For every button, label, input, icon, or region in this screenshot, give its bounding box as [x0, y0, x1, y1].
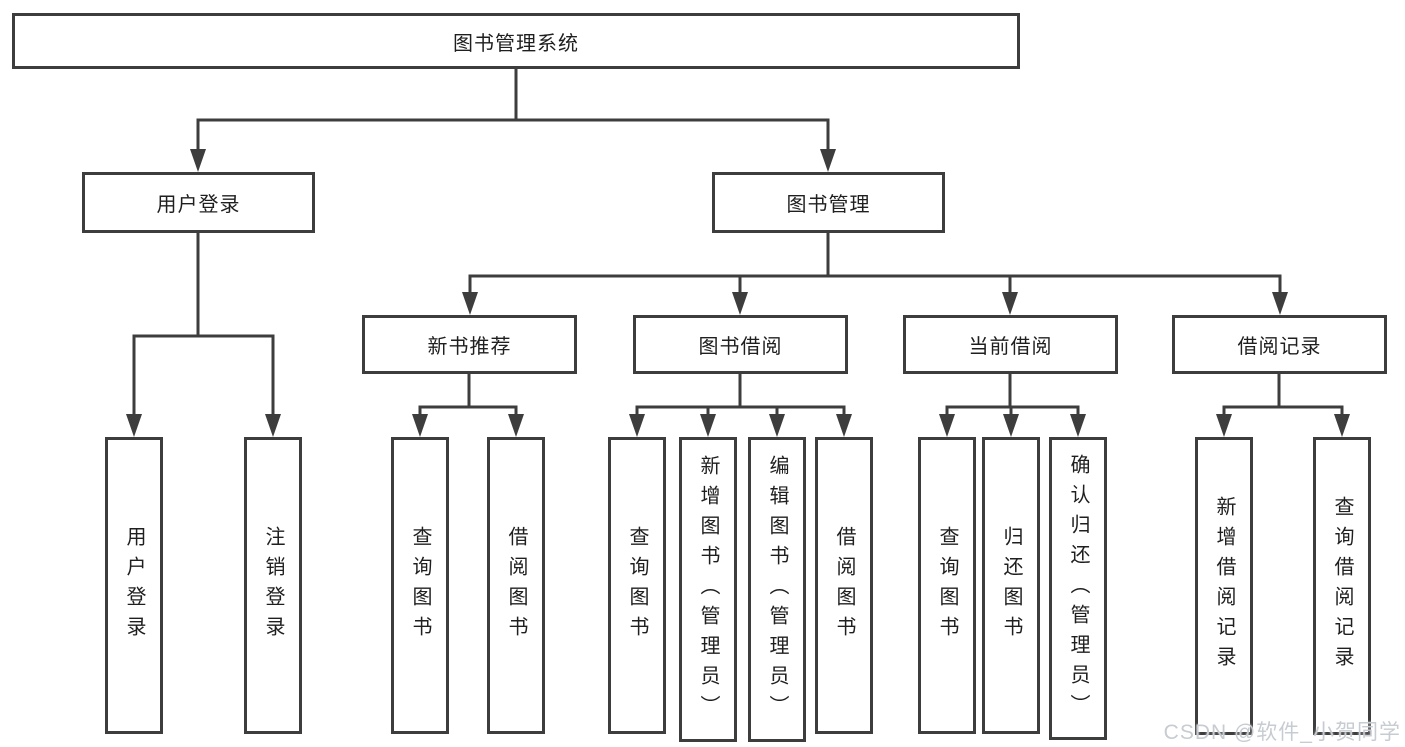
node-label: 新增图书（管理员）: [697, 454, 719, 725]
leaf-query-books-borrowing: 查询图书: [608, 437, 666, 734]
node-label: 借阅图书: [505, 525, 527, 646]
leaf-query-books-recommend: 查询图书: [391, 437, 449, 734]
node-book-borrowing: 图书借阅: [633, 315, 848, 374]
node-label: 查询图书: [626, 525, 648, 646]
node-label: 归还图书: [1000, 525, 1022, 646]
node-label: 编辑图书（管理员）: [766, 454, 788, 725]
leaf-logout: 注销登录: [244, 437, 302, 734]
node-label: 借阅记录: [1237, 336, 1322, 358]
node-label: 用户登录: [123, 525, 145, 646]
node-book-management: 图书管理: [712, 172, 945, 233]
leaf-edit-books-admin: 编辑图书（管理员）: [748, 437, 806, 742]
leaf-user-login: 用户登录: [105, 437, 163, 734]
node-label: 图书借阅: [698, 336, 783, 358]
node-new-book-recommend: 新书推荐: [362, 315, 577, 374]
node-library-system: 图书管理系统: [12, 13, 1020, 69]
leaf-borrow-books-recommend: 借阅图书: [487, 437, 545, 734]
node-label: 图书管理系统: [453, 32, 579, 55]
leaf-add-books-admin: 新增图书（管理员）: [679, 437, 737, 742]
node-borrowing-records: 借阅记录: [1172, 315, 1387, 374]
node-label: 借阅图书: [833, 525, 855, 646]
node-label: 用户登录: [156, 194, 241, 216]
node-label: 查询图书: [409, 525, 431, 646]
node-label: 新书推荐: [427, 336, 512, 358]
node-label: 确认归还（管理员）: [1067, 453, 1089, 724]
node-label: 查询借阅记录: [1331, 496, 1353, 676]
node-label: 当前借阅: [968, 336, 1053, 358]
leaf-query-books-current: 查询图书: [918, 437, 976, 734]
node-label: 新增借阅记录: [1213, 496, 1235, 676]
leaf-confirm-return-admin: 确认归还（管理员）: [1049, 437, 1107, 740]
node-label: 注销登录: [262, 525, 284, 646]
node-current-borrowing: 当前借阅: [903, 315, 1118, 374]
leaf-return-books: 归还图书: [982, 437, 1040, 734]
node-label: 查询图书: [936, 525, 958, 646]
node-user-login: 用户登录: [82, 172, 315, 233]
node-label: 图书管理: [786, 194, 871, 216]
leaf-borrow-books-borrowing: 借阅图书: [815, 437, 873, 734]
leaf-query-borrow-record: 查询借阅记录: [1313, 437, 1371, 735]
leaf-add-borrow-record: 新增借阅记录: [1195, 437, 1253, 735]
